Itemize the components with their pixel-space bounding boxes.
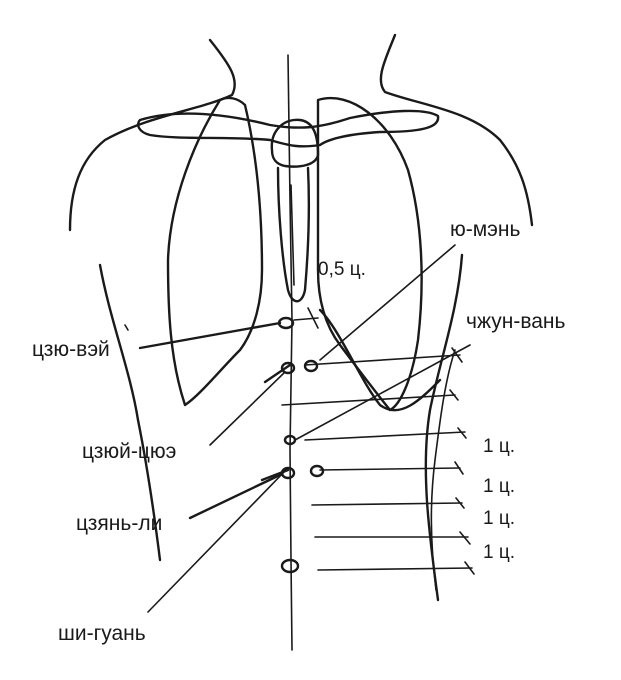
- pointer-zhong-wan: [294, 344, 471, 441]
- label-shi-guan: ши-гуань: [58, 622, 146, 645]
- tick-marks-right: [449, 347, 475, 575]
- sternum-inner-line: [290, 184, 295, 286]
- half-cun-marker: [293, 307, 319, 329]
- body-midline: [287, 54, 293, 651]
- point-shi-guan: [280, 558, 300, 574]
- torso-right-side: [424, 253, 464, 602]
- label-jiu-wei: цзю-вэй: [32, 338, 110, 361]
- neck-right-outline: [379, 33, 534, 227]
- point-yu-men: [303, 359, 319, 373]
- pointer-yu-men: [319, 244, 456, 361]
- left-lung-outline: [166, 96, 264, 407]
- label-ju-que: цзюй-цюэ: [82, 440, 176, 463]
- clavicle-outline: [136, 109, 440, 148]
- pointer-jian-li: [188, 472, 284, 520]
- cun-line-1: [304, 354, 461, 366]
- label-yu-men: ю-мэнь: [450, 218, 520, 241]
- right-guide-curve: [430, 349, 456, 591]
- arrowhead-jian-li: [260, 468, 290, 482]
- label-cun-2: 1 ц.: [483, 476, 515, 497]
- pointer-ju-que: [209, 371, 286, 446]
- arrowhead-ju-que: [263, 363, 292, 384]
- label-cun-1: 1 ц.: [483, 436, 515, 457]
- label-jian-li: цзянь-ли: [76, 512, 162, 535]
- torso-left-side: [98, 263, 162, 562]
- pointer-jiu-wei: [138, 321, 282, 350]
- cun-line-5: [311, 502, 463, 506]
- neck-left-outline: [68, 38, 236, 232]
- label-cun-4: 1 ц.: [483, 542, 515, 563]
- sternum-manubrium: [270, 118, 320, 168]
- label-cun-3: 1 ц.: [483, 508, 515, 529]
- costal-margin-right: [318, 308, 442, 412]
- cun-line-4: [319, 467, 461, 471]
- pointer-shi-guan: [147, 469, 287, 613]
- cun-line-7: [317, 567, 473, 571]
- label-zhong-wan: чжун-вань: [466, 310, 566, 333]
- costal-arch-left: [124, 324, 129, 331]
- point-ju-que-left: [280, 361, 296, 375]
- cun-line-3: [304, 431, 466, 441]
- label-half-cun: 0,5 ц.: [318, 259, 366, 280]
- point-jian-li-right: [309, 464, 325, 478]
- sternum-body: [276, 166, 310, 303]
